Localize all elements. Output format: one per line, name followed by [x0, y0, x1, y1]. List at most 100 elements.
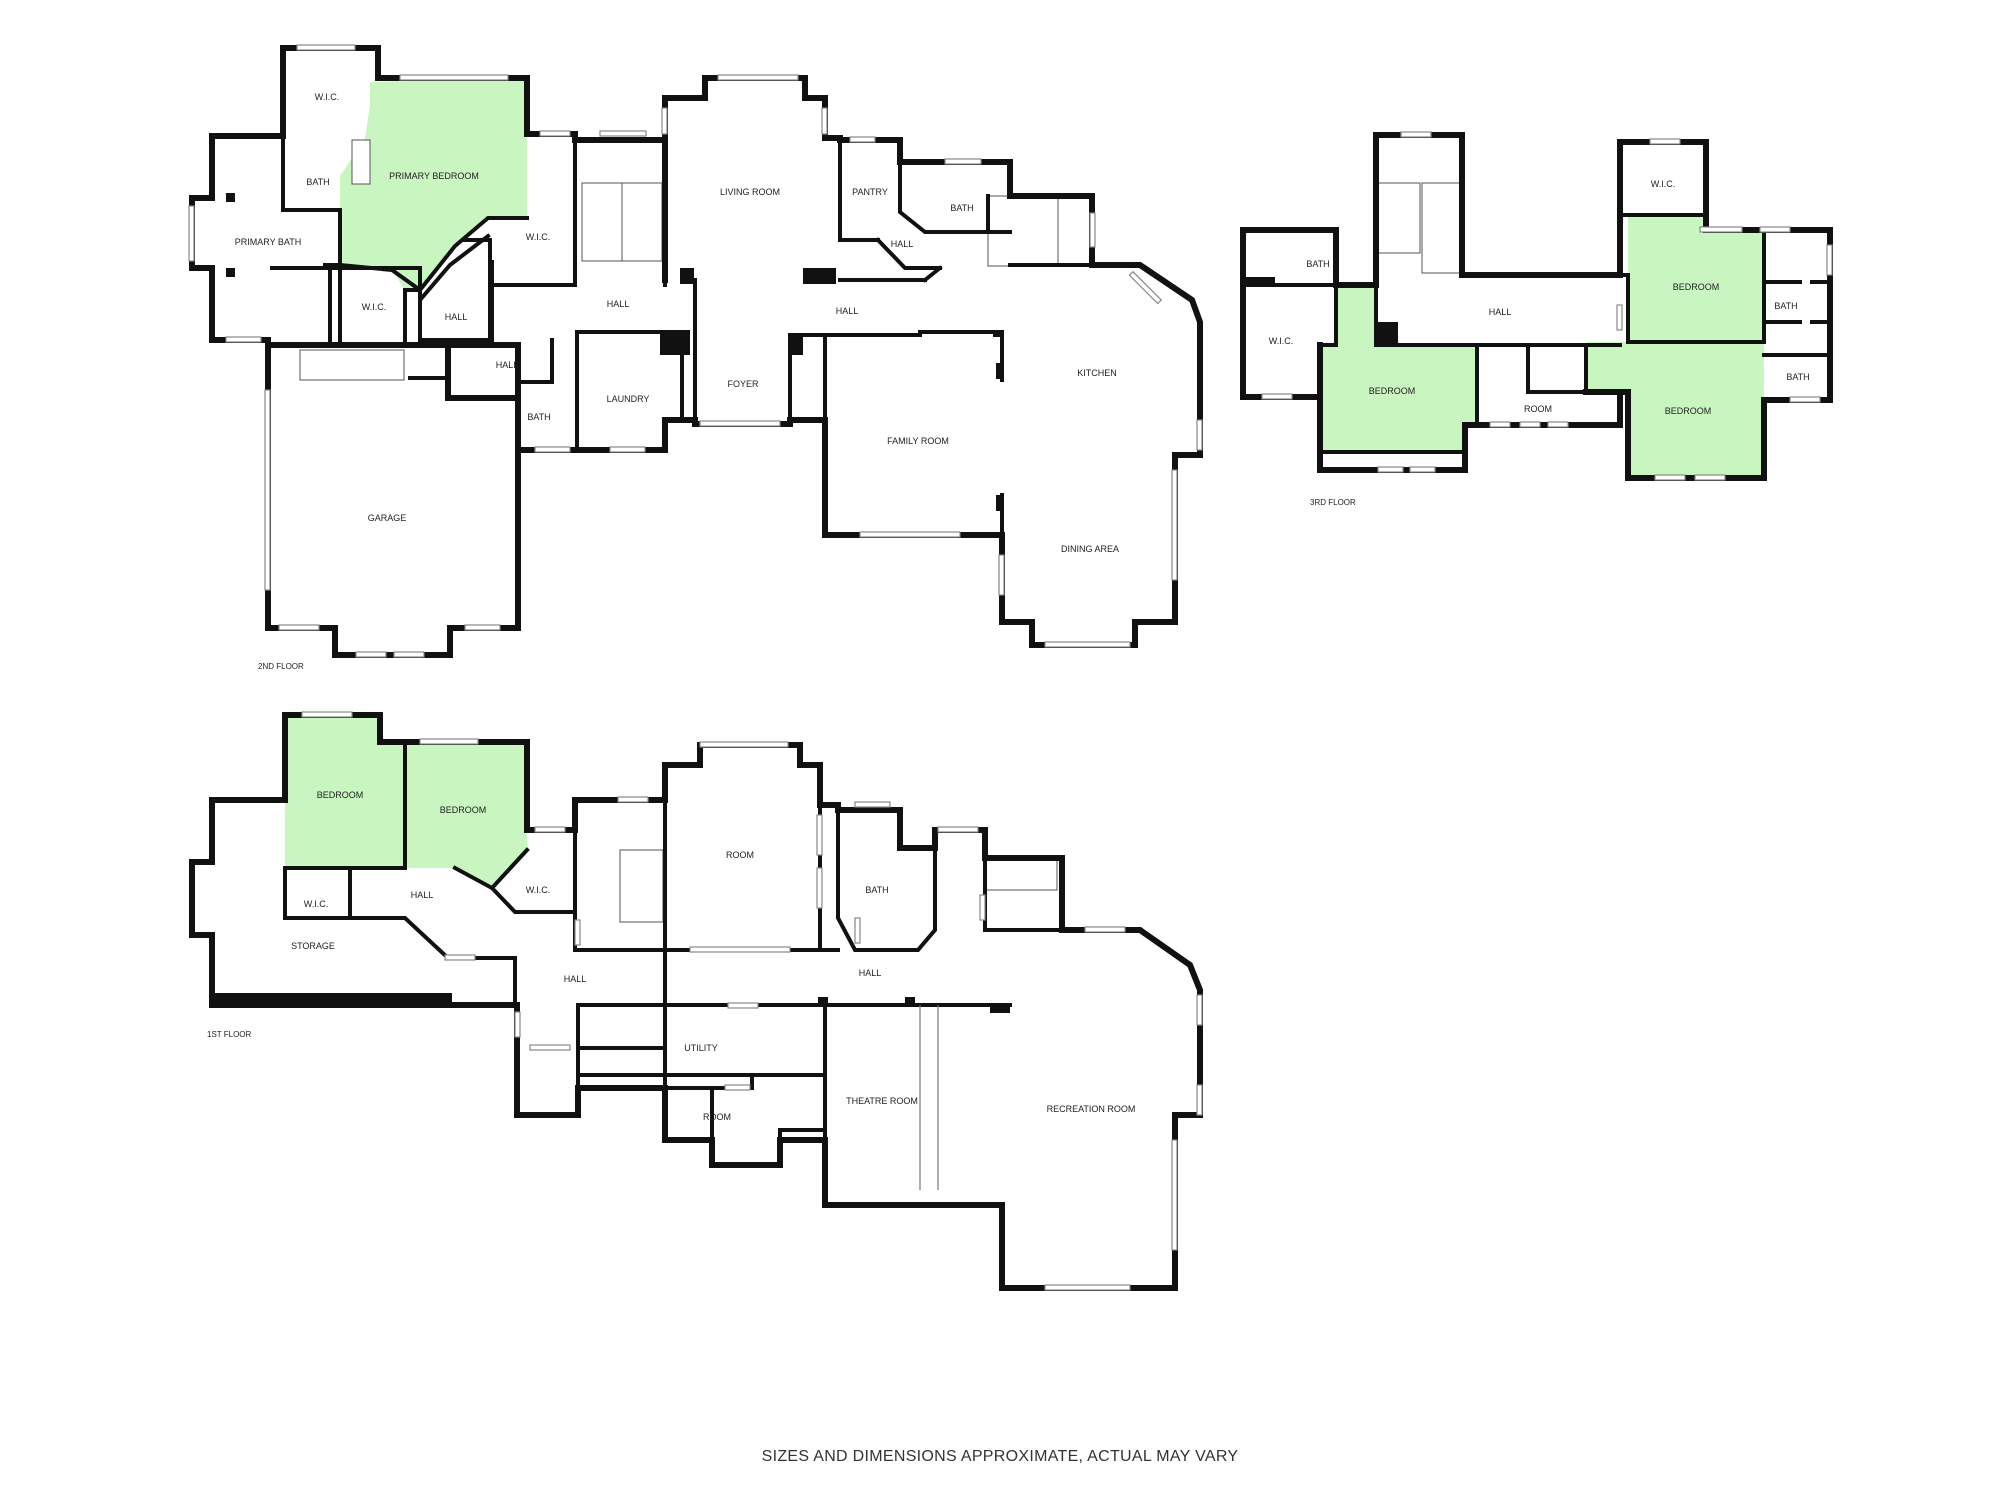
room-label-room: ROOM [1524, 404, 1552, 414]
wall-center-top [662, 75, 828, 283]
room-label-wic-right: W.I.C. [1651, 179, 1676, 189]
interior-wall [283, 866, 352, 920]
interior-wall [898, 160, 1012, 234]
floor-label-second: 2ND FLOOR [258, 662, 304, 671]
bedroom-left-fill [285, 715, 405, 868]
room-label-wic-small: W.I.C. [304, 899, 329, 909]
room-label-laundry: LAUNDRY [607, 394, 650, 404]
interior-wall [418, 338, 450, 400]
room-label-bedroom-right: BEDROOM [440, 805, 487, 815]
room-label-bedroom-left: BEDROOM [1369, 386, 1416, 396]
room-label-hall-right: HALL [859, 968, 882, 978]
room-label-pantry: PANTRY [852, 187, 888, 197]
room-label-bath-right: BATH [950, 203, 973, 213]
room-label-hall-center: HALL [564, 974, 587, 984]
column [996, 495, 1003, 511]
column [905, 997, 915, 1005]
interior-wall [283, 740, 407, 870]
room-label-wic-left: W.I.C. [1269, 336, 1294, 346]
floor-label-third: 3RD FLOOR [1310, 498, 1356, 507]
room-label-wic-top: W.I.C. [315, 92, 340, 102]
column [660, 330, 690, 355]
room-label-room-bottom: ROOM [703, 1112, 731, 1122]
room-label-theatre-room: THEATRE ROOM [846, 1096, 918, 1106]
room-label-hall: HALL [1489, 307, 1512, 317]
interior-wall [446, 283, 492, 342]
room-label-bedroom-top-right: BEDROOM [1673, 282, 1720, 292]
bedroom-top-right-fill [1628, 215, 1764, 342]
interior-wall [323, 208, 342, 267]
windows [188, 44, 1203, 658]
stairs [619, 849, 1058, 923]
primary-bedroom-fill [340, 78, 527, 290]
room-label-primary-bedroom: PRIMARY BEDROOM [389, 171, 479, 181]
room-label-dining-area: DINING AREA [1061, 544, 1119, 554]
disclaimer-text: SIZES AND DIMENSIONS APPROXIMATE, ACTUAL… [761, 1448, 1239, 1465]
interior-wall [778, 1128, 827, 1142]
room-label-hall-diag: HALL [445, 312, 468, 322]
interior-wall [1374, 343, 1479, 427]
room-label-hall-pantry: HALL [891, 239, 914, 249]
column [1245, 277, 1275, 287]
column [1378, 322, 1398, 345]
third-floor-plan: BATH W.I.C. BEDROOM HALL ROOM W.I.C. BED… [1240, 131, 1833, 507]
room-label-family-room: FAMILY ROOM [887, 436, 949, 446]
room-label-bath-small: BATH [306, 177, 329, 187]
interior-wall [1318, 283, 1338, 347]
room-label-living-room: LIVING ROOM [720, 187, 780, 197]
room-label-hall-center: HALL [836, 306, 859, 316]
column [818, 997, 828, 1005]
interior-wall [663, 803, 822, 952]
room-label-wic-diag: W.I.C. [526, 885, 551, 895]
interior-wall [281, 134, 342, 212]
room-label-bath-lower: BATH [527, 412, 550, 422]
room-label-foyer: FOYER [727, 379, 759, 389]
room-label-wic-mid: W.I.C. [526, 232, 551, 242]
room-label-bedroom-bottom-right: BEDROOM [1665, 406, 1712, 416]
room-label-utility: UTILITY [684, 1043, 718, 1053]
wall-garage [265, 342, 521, 658]
windows [301, 711, 1203, 1291]
bedroom-right-fill [405, 742, 527, 888]
room-label-garage: GARAGE [368, 513, 407, 523]
column [680, 268, 694, 284]
first-floor-plan: BEDROOM BEDROOM W.I.C. HALL W.I.C. STORA… [189, 711, 1203, 1291]
room-label-recreation-room: RECREATION ROOM [1047, 1104, 1136, 1114]
bedroom-left-fill [1320, 285, 1477, 452]
interior-wall [875, 237, 942, 270]
room-label-hall-stair: HALL [607, 299, 630, 309]
interior-wall [403, 288, 422, 342]
foundation-wall [212, 993, 452, 1005]
column [990, 1003, 1010, 1013]
column [226, 268, 235, 277]
interior-wall [918, 330, 1004, 337]
interior-wall [337, 216, 529, 293]
wall-outer-left [189, 797, 828, 1168]
windows [1261, 131, 1833, 481]
wall-outer-bottom [1317, 389, 1623, 473]
interior-wall [922, 265, 943, 283]
interior-wall [489, 828, 577, 914]
column [226, 193, 235, 202]
interior-wall [1526, 343, 1588, 394]
wall-pantry [822, 135, 1203, 458]
stairs [1377, 182, 1463, 274]
column [803, 268, 836, 284]
floor-label-first: 1ST FLOOR [207, 1030, 252, 1039]
interior-wall [983, 856, 1064, 932]
room-label-bath-left: BATH [1306, 259, 1329, 269]
second-floor-plan: W.I.C. PRIMARY BEDROOM BATH PRIMARY BATH… [188, 44, 1203, 671]
room-label-wic-lower: W.I.C. [362, 302, 387, 312]
room-label-storage: STORAGE [291, 941, 335, 951]
room-label-room-top: ROOM [726, 850, 754, 860]
interior-wall [348, 916, 517, 1007]
room-label-bath: BATH [865, 885, 888, 895]
interior-wall [836, 808, 937, 952]
room-label-primary-bath: PRIMARY BATH [235, 237, 302, 247]
column [791, 335, 803, 355]
room-label-bedroom-left: BEDROOM [317, 790, 364, 800]
interior-wall [838, 138, 880, 242]
room-label-kitchen: KITCHEN [1077, 368, 1117, 378]
room-label-hall-left: HALL [411, 890, 434, 900]
room-label-bath-right-top: BATH [1774, 301, 1797, 311]
